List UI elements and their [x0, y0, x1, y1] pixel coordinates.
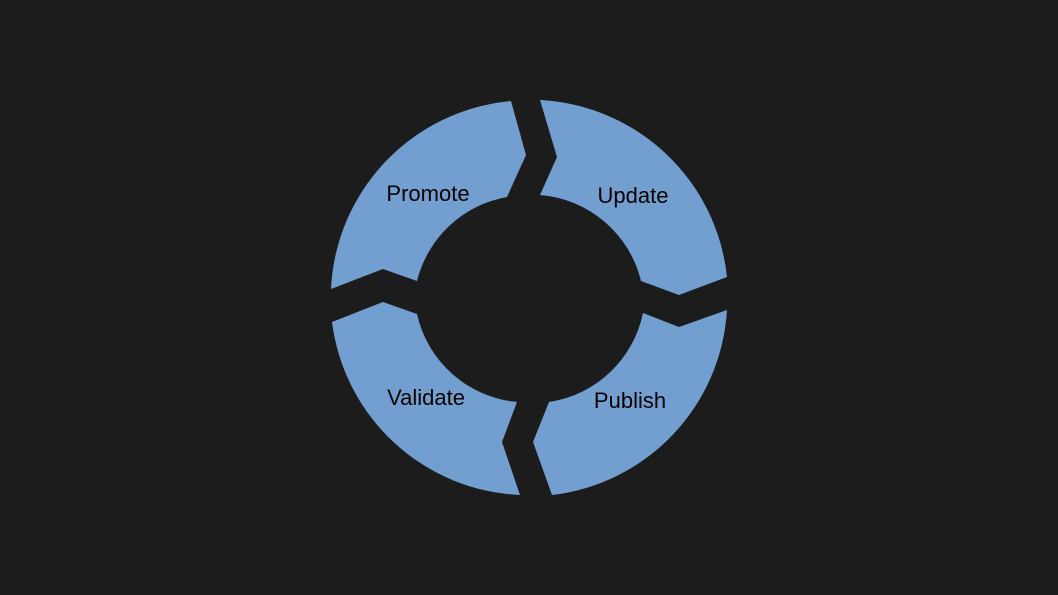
stage-label-promote: Promote [386, 181, 469, 206]
segment-publish [533, 310, 727, 495]
stage-label-publish: Publish [594, 388, 666, 413]
segment-promote [331, 101, 526, 289]
segment-update [540, 100, 727, 295]
stage-label-validate: Validate [387, 385, 465, 410]
stage-label-update: Update [598, 183, 669, 208]
segment-validate [332, 302, 520, 495]
